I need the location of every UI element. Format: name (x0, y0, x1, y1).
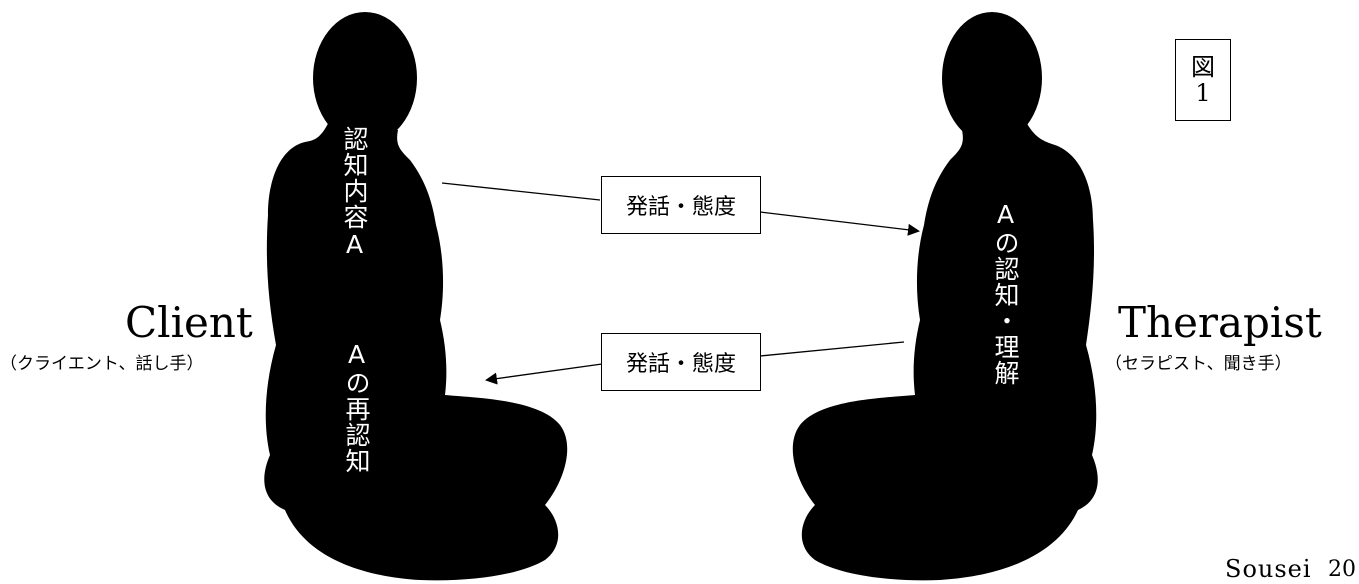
therapist-cognition-label: Aの認知・理解 (991, 200, 1020, 386)
therapist-silhouette (792, 12, 1098, 581)
client-cognition-label: 認知内容A (340, 126, 369, 260)
arrow-to-therapist-left (441, 182, 601, 201)
client-recognition-label: Aの再認知 (342, 340, 371, 474)
therapist-body (792, 120, 1098, 581)
figure-label-kanji: 図 (1191, 52, 1215, 81)
client-subtitle: （クライエント、話し手） (0, 354, 204, 374)
client-name: Client (125, 298, 253, 347)
therapist-subtitle: （セラピスト、聞き手） (1105, 354, 1292, 374)
arrow-to-client (485, 363, 603, 385)
speech-attitude-box-bottom: 発話・態度 (601, 333, 761, 391)
therapist-name: Therapist (1118, 298, 1322, 347)
arrow-to-therapist (759, 211, 920, 236)
therapist-head (942, 12, 1042, 144)
figure-label: 図 1 (1175, 39, 1231, 121)
arrow-to-client-right (759, 341, 905, 357)
brand-logo: Sousei (1225, 555, 1312, 583)
figure-label-number: 1 (1195, 79, 1211, 107)
page-number: 20 (1328, 557, 1356, 582)
client-head (313, 12, 417, 144)
client-body (264, 120, 568, 581)
speech-attitude-box-top: 発話・態度 (601, 176, 761, 234)
client-silhouette (264, 12, 568, 581)
